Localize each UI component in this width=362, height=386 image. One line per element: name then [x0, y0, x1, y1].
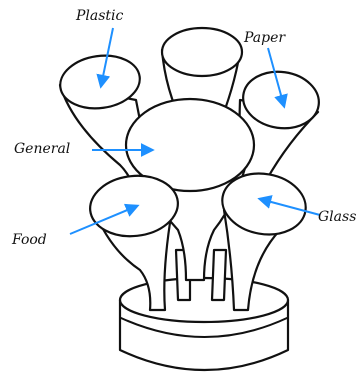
- label-paper: Paper: [243, 30, 286, 46]
- label-plastic: Plastic: [75, 8, 124, 24]
- label-food: Food: [11, 232, 47, 248]
- label-glass: Glass: [318, 209, 356, 225]
- base-cylinder: [120, 278, 288, 370]
- label-general: General: [14, 141, 70, 157]
